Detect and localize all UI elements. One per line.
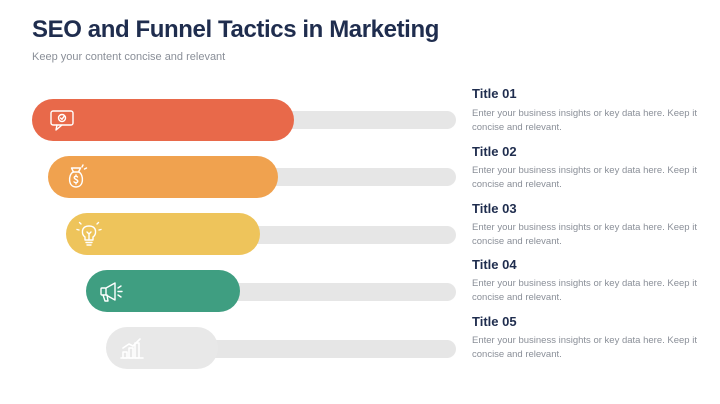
funnel-step-3 bbox=[66, 213, 260, 255]
item-title-3: Title 03 bbox=[472, 201, 517, 216]
funnel-track-2 bbox=[246, 168, 456, 186]
item-desc-2: Enter your business insights or key data… bbox=[472, 165, 697, 190]
page-subtitle: Keep your content concise and relevant bbox=[32, 51, 226, 63]
funnel-step-4 bbox=[86, 270, 240, 312]
page-title: SEO and Funnel Tactics in Marketing bbox=[32, 16, 439, 43]
item-desc-4: Enter your business insights or key data… bbox=[472, 278, 697, 303]
funnel-step-1 bbox=[32, 99, 294, 141]
money-bag-icon bbox=[62, 163, 90, 191]
funnel-step-2 bbox=[48, 156, 278, 198]
item-title-4: Title 04 bbox=[472, 257, 517, 272]
item-desc-3: Enter your business insights or key data… bbox=[472, 222, 697, 247]
megaphone-icon bbox=[98, 277, 126, 305]
item-title-5: Title 05 bbox=[472, 314, 517, 329]
item-title-2: Title 02 bbox=[472, 144, 517, 159]
lightbulb-icon bbox=[75, 220, 103, 248]
bar-chart-icon bbox=[118, 334, 146, 362]
funnel-track-4 bbox=[210, 283, 456, 301]
funnel-track-1 bbox=[262, 111, 456, 129]
item-title-1: Title 01 bbox=[472, 86, 517, 101]
item-desc-1: Enter your business insights or key data… bbox=[472, 108, 697, 133]
funnel-track-5 bbox=[192, 340, 456, 358]
item-desc-5: Enter your business insights or key data… bbox=[472, 335, 697, 360]
funnel-step-5 bbox=[106, 327, 218, 369]
funnel-track-3 bbox=[228, 226, 456, 244]
chat-bubble-icon bbox=[48, 106, 76, 134]
